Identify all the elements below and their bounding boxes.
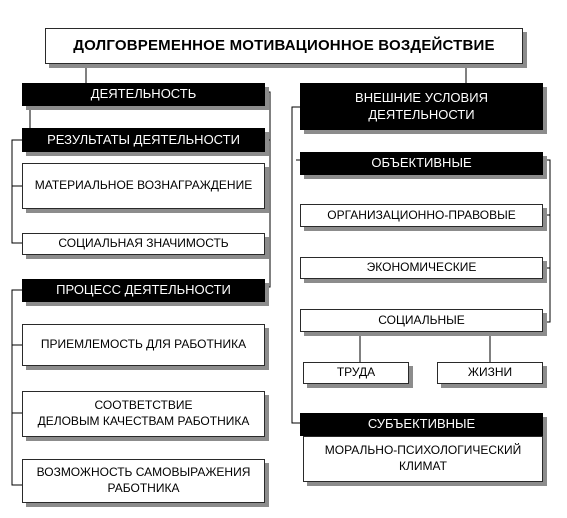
connector-right-bracket [291,106,300,424]
objective-item-social: Социальные [300,309,543,332]
social-sub-life-label: Жизни [467,365,513,380]
heading-process: Процесс деятельности [22,279,265,302]
process-item-self-expression: Возможность самовыражения работника [22,459,265,503]
subjective-item-climate: Морально-психологический климат [303,436,543,482]
process-item-self-expression-label: Возможность самовыражения работника [36,465,251,495]
heading-subjective: Субъективные [300,413,543,436]
objective-item-legal: Организационно-правовые [300,204,543,227]
connector-left-process [265,91,271,288]
connector-process-bracket [11,289,22,486]
connector-objective-bracket [543,159,551,323]
social-sub-life: Жизни [437,362,543,384]
heading-external-conditions-label: Внешние условия деятельности [355,89,488,122]
heading-external-conditions: Внешние условия деятельности [300,83,543,130]
objective-item-economic: Экономические [300,257,543,279]
subjective-item-climate-label: Морально-психологический климат [324,443,522,473]
results-item-social-significance-label: Социальная значимость [58,236,229,251]
main-title-box: Долговременное мотивационное воздействие [45,28,523,64]
heading-objective: Объективные [300,152,543,175]
social-sub-labour: Труда [303,362,409,384]
process-item-conformity: Соответствие деловым качествам работника [22,391,265,437]
heading-activity-label: Деятельность [90,86,197,102]
heading-objective-label: Объективные [371,155,472,171]
objective-item-social-label: Социальные [378,312,465,327]
process-item-acceptability: Приемлемость для работника [22,324,265,366]
objective-item-economic-label: Экономические [366,260,477,275]
heading-subjective-label: Субъективные [367,416,476,432]
connector-results-bracket [11,139,22,244]
results-item-social-significance: Социальная значимость [22,233,265,255]
heading-activity: Деятельность [22,83,265,106]
objective-item-legal-label: Организационно-правовые [327,207,516,222]
process-item-conformity-label: Соответствие деловым качествам работника [37,398,250,428]
heading-results: Результаты деятельности [22,128,265,152]
results-item-material-reward-label: Материальное вознаграждение [34,178,253,193]
main-title: Долговременное мотивационное воздействие [73,37,495,55]
heading-results-label: Результаты деятельности [47,131,240,147]
heading-process-label: Процесс деятельности [56,282,231,298]
social-sub-labour-label: Труда [336,365,376,380]
results-item-material-reward: Материальное вознаграждение [22,163,265,209]
process-item-acceptability-label: Приемлемость для работника [40,337,247,352]
